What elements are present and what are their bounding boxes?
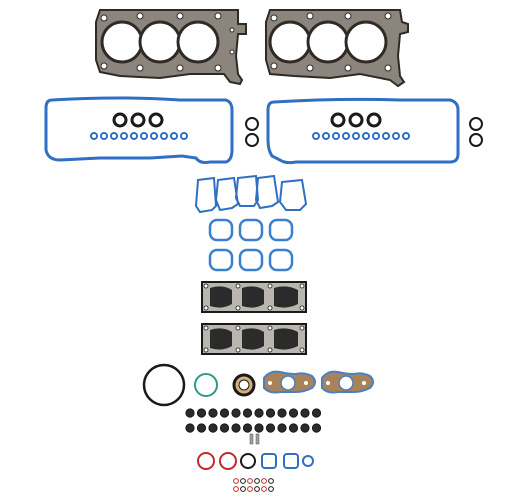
side-o-rings-left [245,117,259,147]
tiny-o-ring [247,486,253,492]
valve-stem-seal [219,423,230,433]
valve-stem-seal [311,408,322,418]
large-o-ring [142,363,186,407]
valve-stem-seal [242,423,253,433]
head-gasket-right [265,9,409,88]
tiny-o-rings [233,478,274,492]
dowel-pins [249,433,260,445]
valve-stem-seal [219,408,230,418]
valve-stem-seals [185,408,322,433]
valve-stem-seal [231,408,241,418]
exhaust-flange-gasket-right [321,370,374,394]
cylinder-bore [176,20,220,64]
cylinder-bore [268,20,312,64]
valve-stem-seal [231,423,241,433]
exhaust-manifold-gasket-upper [201,281,307,313]
tiny-o-ring [240,478,246,484]
tiny-o-ring [261,486,267,492]
valve-stem-seal [288,408,299,418]
tiny-o-ring [268,486,274,492]
valve-stem-seal [208,408,218,418]
valve-cover-gasket-left [44,96,234,164]
valve-stem-seal [254,423,264,433]
side-o-rings-right [469,117,483,147]
colored-o-rings [197,452,314,470]
valve-stem-seal [185,423,195,433]
valve-stem-seal [311,423,322,433]
valve-stem-seal [277,423,287,433]
front-crank-seal [232,373,256,397]
valve-stem-seal [185,408,195,418]
tiny-o-ring [240,486,246,492]
tiny-o-ring [233,478,239,484]
valve-stem-seal [265,408,276,418]
small-seals-row [312,132,410,140]
valve-stem-seal [288,423,299,433]
upper-intake-gaskets [194,174,308,214]
green-o-ring [194,373,218,397]
valve-stem-seal [208,423,218,433]
valve-stem-seal [265,423,276,433]
valve-cover-gasket-right [266,97,460,165]
spark-plug-tube-seals [112,112,164,128]
tiny-o-ring [247,478,253,484]
valve-stem-seal [300,408,310,418]
cylinder-bore [344,20,388,64]
valve-stem-seal [242,408,253,418]
exhaust-manifold-gasket-lower [201,323,307,355]
cylinder-bore [138,20,182,64]
spark-plug-tube-seals [330,112,382,128]
intake-manifold-gaskets [208,218,294,272]
cylinder-bore [100,20,144,64]
tiny-o-ring [254,486,260,492]
tiny-o-ring [261,478,267,484]
valve-stem-seal [196,408,207,418]
head-gasket-left [95,9,247,86]
tiny-o-ring [268,478,274,484]
valve-stem-seal [196,423,207,433]
valve-stem-seal [300,423,310,433]
tiny-o-ring [233,486,239,492]
valve-stem-seal [277,408,287,418]
exhaust-flange-gasket-left [263,370,316,394]
valve-stem-seal [254,408,264,418]
small-seals-row [90,132,188,140]
cylinder-bore [306,20,350,64]
tiny-o-ring [254,478,260,484]
